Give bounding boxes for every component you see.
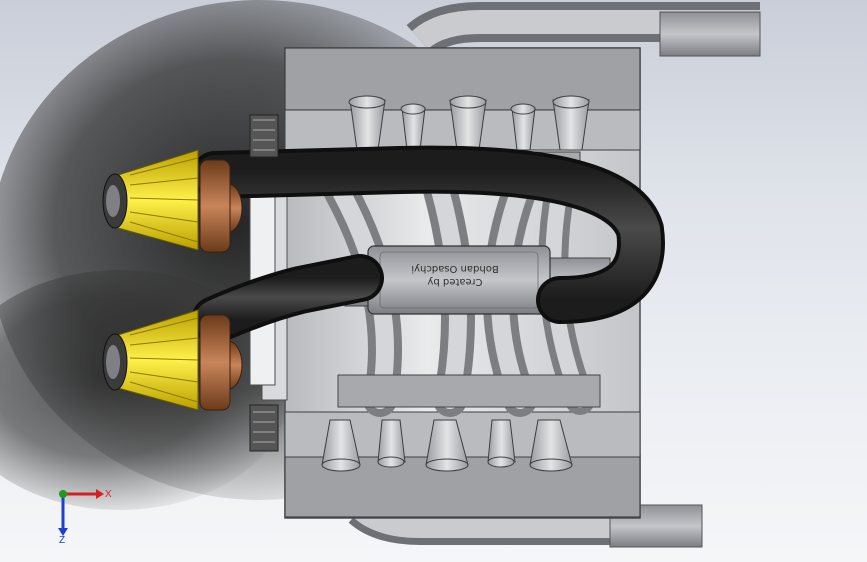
engraving-line-2: Bohdan Osadchyi (411, 263, 499, 274)
triad-y-axis (59, 490, 67, 498)
exhaust-pipe-top (406, 1, 761, 57)
intake-ports-top (348, 95, 590, 151)
engraving-line-1: Created by (427, 276, 483, 287)
air-filter-bottom (102, 309, 243, 411)
triad-x-arrowhead (96, 489, 104, 499)
pulley-top (249, 114, 279, 158)
intake-ports-bottom (321, 419, 573, 472)
manifold-plate-bottom (337, 374, 601, 408)
triad-z-label: Z (59, 535, 65, 546)
orientation-triad[interactable]: X Z (48, 480, 118, 550)
air-filter-top (102, 149, 243, 253)
triad-x-label: X (105, 489, 112, 500)
plenum-engraving: Created by Bohdan Osadchyi (385, 262, 525, 288)
triad-z-arrowhead (58, 528, 68, 536)
pulley-bottom (249, 404, 279, 452)
